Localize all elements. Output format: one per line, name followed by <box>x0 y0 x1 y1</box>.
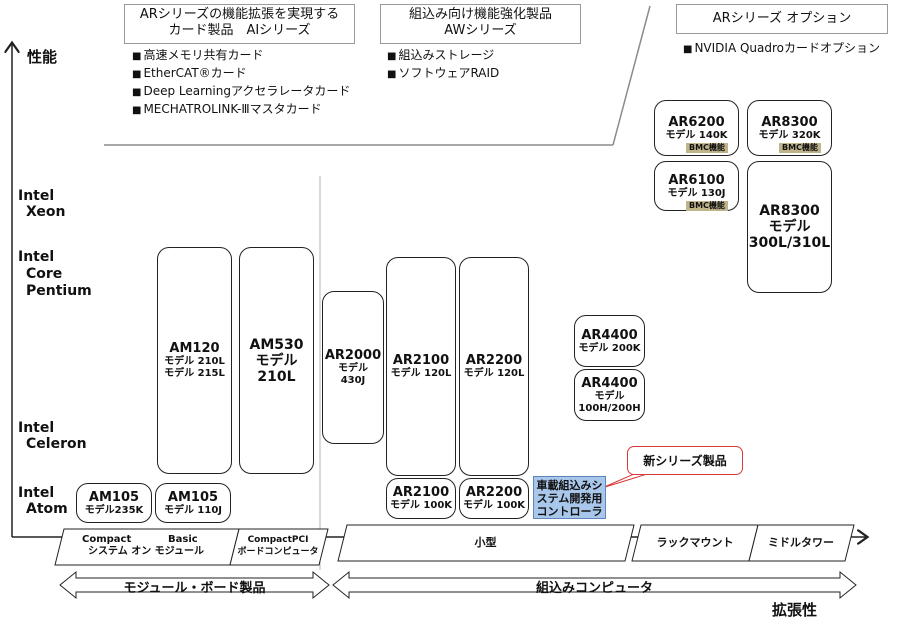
product-ar2200-top[interactable]: AR2200 モデル 120L <box>459 257 529 476</box>
level-atom: Intel Atom <box>18 485 68 517</box>
product-ar4400-200k[interactable]: AR4400 モデル 200K <box>574 315 645 367</box>
header-ar-options: ARシリーズ オプション <box>676 4 888 34</box>
list-item: ソフトウェアRAID <box>387 65 499 83</box>
header-aw-line1: 組込み向け機能強化製品 <box>408 7 552 22</box>
product-ar2000[interactable]: AR2000 モデル 430J <box>322 291 384 444</box>
new-product-controller[interactable]: 車載組込みシ ステム開発用 コントローラ <box>533 476 606 519</box>
header-opt-line: ARシリーズ オプション <box>712 11 852 26</box>
product-ar2100-top[interactable]: AR2100 モデル 120L <box>386 257 456 476</box>
band-embedded-computer: 組込みコンピュータ <box>535 581 653 596</box>
bmc-badge-ar6200: BMC機能 <box>686 143 728 153</box>
product-ar2200-bottom[interactable]: AR2200 モデル 100K <box>459 478 529 519</box>
bmc-badge-ar6100: BMC機能 <box>686 201 728 211</box>
product-ar8300-300l[interactable]: AR8300 モデル 300L/310L <box>747 161 832 293</box>
product-am120[interactable]: AM120 モデル 210L モデル 215L <box>157 247 232 474</box>
list-item: 高速メモリ共有カード <box>132 47 350 65</box>
segment-rack-label: ラックマウント <box>656 536 734 549</box>
header-ai-line2: カード製品 AIシリーズ <box>168 23 311 38</box>
segment-compact-label: Compact Basic システム オン モジュール <box>82 534 204 557</box>
header-ai-line1: ARシリーズの機能拡張を実現する <box>139 7 340 22</box>
list-item: Deep Learningアクセラレータカード <box>132 83 350 101</box>
x-axis-title: 拡張性 <box>772 601 818 619</box>
product-am105-235k[interactable]: AM105 モデル235K <box>76 483 152 523</box>
level-core-pentium: Intel Core Pentium <box>18 249 92 299</box>
y-axis-title: 性能 <box>27 48 58 66</box>
bmc-badge-ar8300: BMC機能 <box>779 143 821 153</box>
segment-cpci-label: CompactPCI ボードコンピュータ <box>237 535 319 557</box>
header-aw-line2: AWシリーズ <box>444 23 517 38</box>
ai-series-list: 高速メモリ共有カード EtherCAT®カード Deep Learningアクセ… <box>132 47 350 119</box>
product-am530[interactable]: AM530 モデル 210L <box>239 247 314 474</box>
list-item: NVIDIA Quadroカードオプション <box>683 40 880 58</box>
list-item: MECHATROLINK-Ⅲマスタカード <box>132 101 350 119</box>
level-celeron: Intel Celeron <box>18 420 87 452</box>
segment-small-shape <box>337 524 635 562</box>
segment-cpci-shape <box>229 528 329 566</box>
segment-small-label: 小型 <box>474 536 497 549</box>
aw-series-list: 組込みストレージ ソフトウェアRAID <box>387 47 499 83</box>
segment-mid-shape <box>748 524 855 562</box>
band-module-board: モジュール・ボード製品 <box>123 581 266 596</box>
level-xeon: Intel Xeon <box>18 188 66 220</box>
options-list: NVIDIA Quadroカードオプション <box>683 40 880 58</box>
list-item: EtherCAT®カード <box>132 65 350 83</box>
band-right-arrow <box>332 570 857 600</box>
band-left-arrow <box>59 570 330 600</box>
header-aw-series: 組込み向け機能強化製品 AWシリーズ <box>380 4 581 44</box>
list-item: 組込みストレージ <box>387 47 499 65</box>
product-ar4400-100h[interactable]: AR4400 モデル 100H/200H <box>574 369 645 421</box>
new-series-callout: 新シリーズ製品 <box>627 446 743 475</box>
header-ai-series: ARシリーズの機能拡張を実現する カード製品 AIシリーズ <box>124 4 355 44</box>
product-ar2100-bottom[interactable]: AR2100 モデル 100K <box>386 478 456 519</box>
product-am105-110j[interactable]: AM105 モデル 110J <box>155 483 231 523</box>
segment-mid-label: ミドルタワー <box>768 536 834 549</box>
